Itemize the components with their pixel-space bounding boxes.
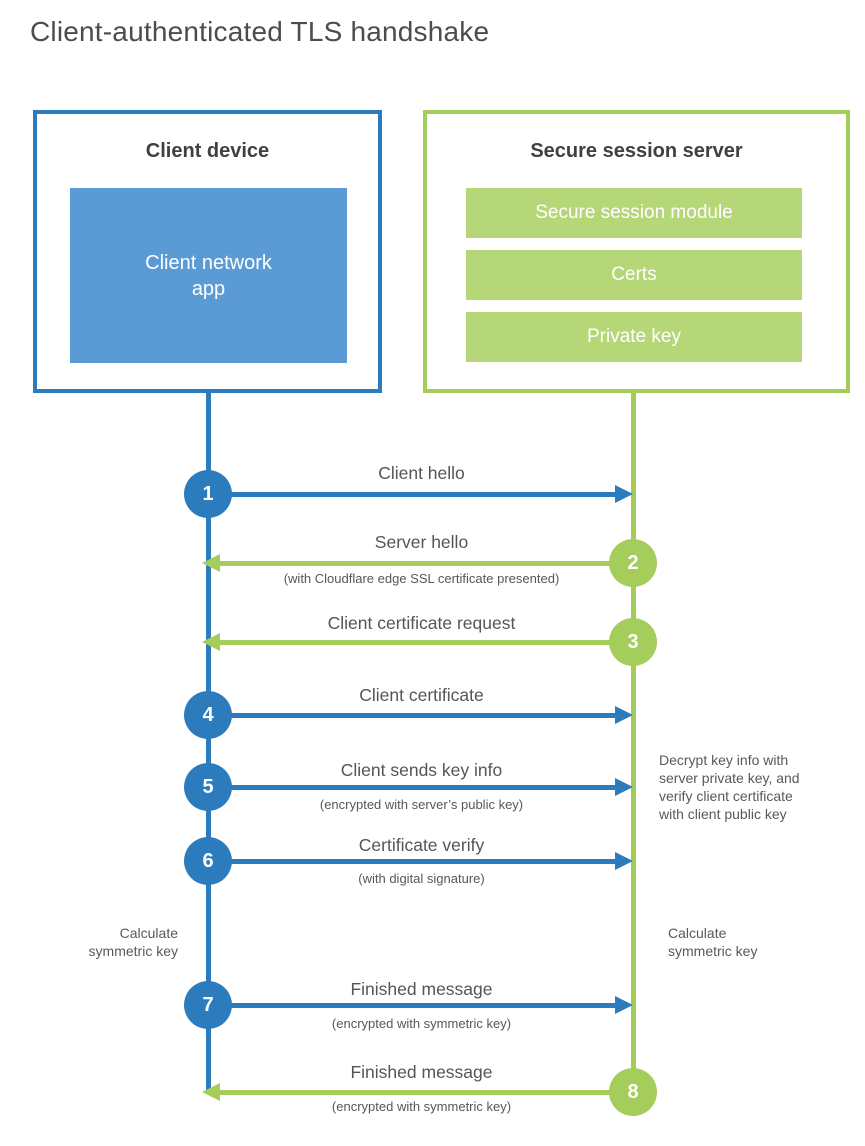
arrowhead-right-icon [615,996,633,1014]
step-7-label: Finished message [350,979,493,999]
step-4-label: Client certificate [359,685,484,705]
client-device-title: Client device [145,140,270,162]
server-lifeline [631,392,636,1092]
step-2-label: Server hello [374,532,469,552]
step-5-arrow [230,785,617,790]
step-6-circle: 6 [184,837,232,885]
arrowhead-right-icon [615,485,633,503]
step-1-circle: 1 [184,470,232,518]
server-module-secure-session: Secure session module [466,188,802,238]
step-2-sublabel: (with Cloudflare edge SSL certificate pr… [283,571,560,586]
server-module-certs: Certs [466,250,802,300]
step-6-label: Certificate verify [358,835,485,855]
client-device-box: Client device Client network app [33,110,382,393]
step-3-circle: 3 [609,618,657,666]
step-7-sublabel: (encrypted with symmetric key) [331,1016,512,1031]
arrowhead-right-icon [615,706,633,724]
secure-session-server-box: Secure session server Secure session mod… [423,110,850,393]
step-8-circle: 8 [609,1068,657,1116]
step-5-label: Client sends key info [340,760,503,780]
arrowhead-right-icon [615,852,633,870]
note-decrypt-key-info: Decrypt key info with server private key… [659,752,800,822]
step-3-label: Client certificate request [327,613,516,633]
client-lifeline [206,392,211,1094]
step-8-arrow [220,1090,611,1095]
step-2-arrow [220,561,611,566]
step-7-circle: 7 [184,981,232,1029]
step-6-arrow [230,859,617,864]
step-6-sublabel: (with digital signature) [358,871,485,886]
client-network-app-box: Client network app [70,188,347,363]
step-1-label: Client hello [378,463,465,483]
server-module-private-key: Private key [466,312,802,362]
arrowhead-right-icon [615,778,633,796]
server-title: Secure session server [530,140,743,162]
step-8-sublabel: (encrypted with symmetric key) [331,1099,512,1114]
arrowhead-left-icon [202,1083,220,1101]
step-5-circle: 5 [184,763,232,811]
arrowhead-left-icon [202,554,220,572]
step-3-arrow [220,640,611,645]
step-7-arrow [230,1003,617,1008]
step-1-arrow [230,492,617,497]
arrowhead-left-icon [202,633,220,651]
note-calculate-symmetric-key-server: Calculate symmetric key [668,925,758,959]
page-title: Client-authenticated TLS handshake [30,16,490,47]
step-5-sublabel: (encrypted with server’s public key) [319,797,524,812]
note-calculate-symmetric-key-client: Calculate symmetric key [88,925,178,959]
step-8-label: Finished message [350,1062,493,1082]
step-4-circle: 4 [184,691,232,739]
step-4-arrow [230,713,617,718]
step-2-circle: 2 [609,539,657,587]
